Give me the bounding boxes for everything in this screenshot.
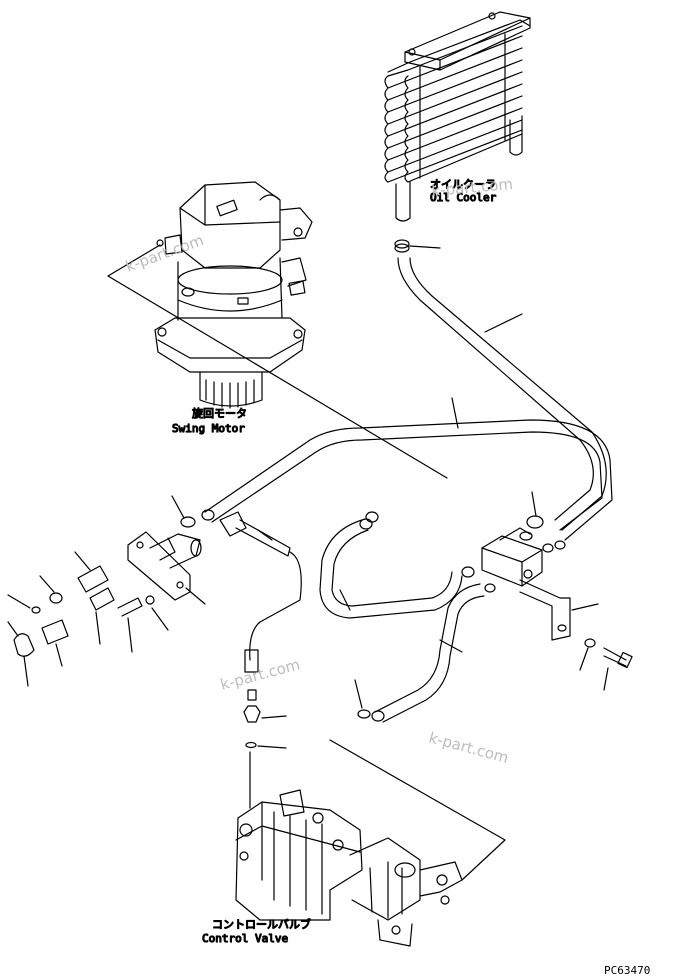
control-valve — [235, 789, 506, 947]
hose-oil-cooler-return — [397, 257, 607, 531]
hose-to-control-valve — [371, 583, 485, 723]
hose-lower-loop — [319, 518, 463, 619]
oil-cooler — [384, 11, 531, 222]
hose-clamp-cooler — [394, 239, 441, 253]
manifold-block — [481, 527, 633, 691]
watermark: k-part.com — [427, 728, 511, 767]
swing-motor-label-en: Swing Motor — [172, 422, 245, 435]
hose-upper-long — [201, 397, 613, 541]
control-valve-label-en: Control Valve — [202, 932, 288, 945]
swing-motor — [154, 181, 313, 409]
hose-clamp — [171, 491, 566, 719]
leader-line — [107, 275, 448, 479]
figure-code: PC63470 — [604, 964, 650, 977]
control-valve-label-jp: コントロールバルブ — [212, 917, 311, 931]
watermark: k-part.com — [218, 655, 302, 694]
swing-motor-label-jp: 旋回モータ — [192, 406, 247, 420]
pilot-tube — [243, 551, 302, 809]
oil-cooler-label-jp: オイルクーラ — [430, 178, 496, 191]
leader-line — [107, 244, 161, 277]
leader-line — [329, 739, 506, 841]
oil-cooler-label-en: Oil Cooler — [430, 191, 497, 204]
left-fitting-assembly — [7, 511, 291, 687]
